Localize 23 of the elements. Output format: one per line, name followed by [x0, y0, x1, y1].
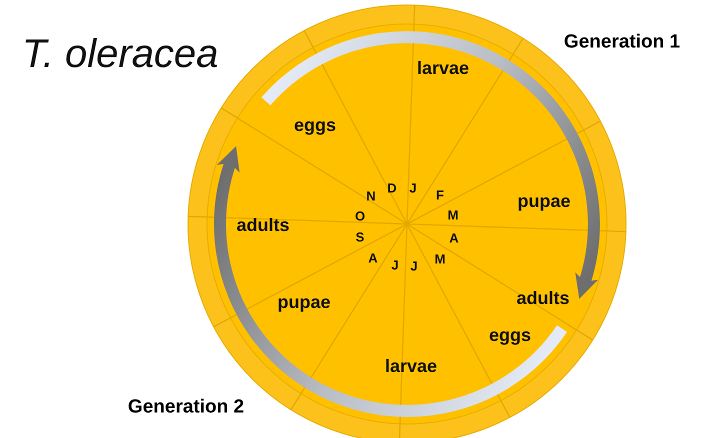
title: T. oleracea [22, 32, 218, 76]
life-stage-label: pupae [518, 192, 570, 210]
life-stage-label: pupae [278, 293, 330, 311]
life-stage-label: larvae [416, 59, 470, 77]
month-letter: J [409, 182, 417, 194]
life-stage-label: adults [516, 289, 570, 307]
month-letter: N [366, 190, 376, 202]
life-stage-label: larvae [384, 357, 438, 375]
generation-label: Generation 2 [128, 398, 244, 416]
generation-label: Generation 1 [564, 32, 680, 52]
month-letter: S [356, 230, 364, 244]
life-stage-label: eggs [489, 326, 531, 344]
month-letter: A [368, 252, 378, 264]
month-letter: F [436, 188, 444, 202]
life-stage-label: adults [236, 216, 290, 234]
month-letter: J [410, 260, 418, 272]
month-letter: J [391, 258, 399, 272]
month-letter: D [387, 182, 397, 194]
month-letter: M [434, 252, 446, 266]
month-letter: A [449, 232, 459, 244]
month-letter: M [448, 208, 458, 222]
life-stage-label: eggs [294, 116, 336, 134]
month-letter: O [354, 210, 366, 222]
